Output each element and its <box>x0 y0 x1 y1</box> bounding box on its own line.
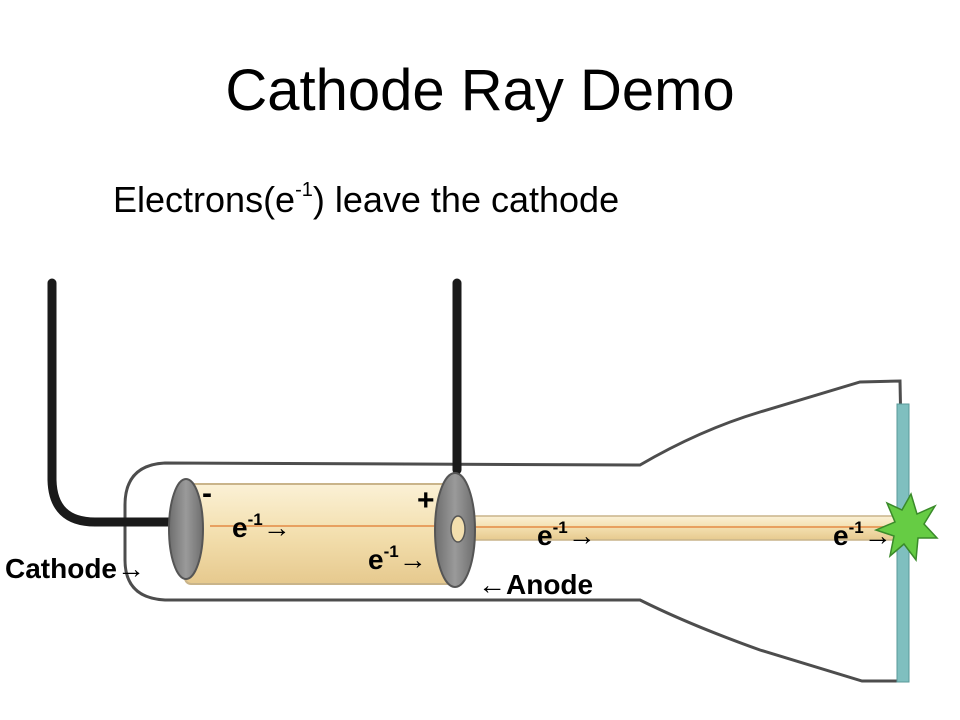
electron-label-2-symbol: e <box>368 544 384 575</box>
cathode-electrode <box>168 478 204 580</box>
cathode-label-arrow: → <box>117 553 145 584</box>
electron-label-4: e-1→ <box>833 518 892 551</box>
electron-label-3-charge: -1 <box>553 518 568 537</box>
electron-label-4-charge: -1 <box>849 518 864 537</box>
impact-flash-icon <box>873 492 939 563</box>
subtitle-superscript: -1 <box>295 179 313 201</box>
slide-subtitle: Electrons(e-1) leave the cathode <box>113 178 619 222</box>
anode-label: ←Anode <box>478 569 593 600</box>
subtitle-text-end: ) leave the cathode <box>312 179 620 220</box>
cathode-polarity-sign: - <box>202 477 212 510</box>
cathode-wire <box>47 278 183 527</box>
electron-label-4-symbol: e <box>833 520 849 551</box>
slide-title: Cathode Ray Demo <box>225 58 735 123</box>
anode-label-text: Anode <box>506 569 593 600</box>
electron-label-1-symbol: e <box>232 512 248 543</box>
subtitle-text-start: Electrons(e <box>113 179 296 220</box>
electron-label-2-arrow: → <box>399 544 427 575</box>
cathode-label-text: Cathode <box>5 553 117 584</box>
electron-label-3-arrow: → <box>568 520 596 551</box>
anode-polarity-sign: + <box>417 484 435 517</box>
electron-label-4-arrow: → <box>864 520 892 551</box>
electron-label-3: e-1→ <box>537 518 596 551</box>
electron-label-2: e-1→ <box>368 542 427 575</box>
anode-aperture <box>450 515 466 543</box>
electron-label-3-symbol: e <box>537 520 553 551</box>
electron-label-1-charge: -1 <box>248 510 263 529</box>
cathode-label: Cathode→ <box>5 553 145 584</box>
anode-label-arrow: ← <box>478 569 506 600</box>
electron-label-2-charge: -1 <box>384 542 399 561</box>
electron-label-1-arrow: → <box>263 512 291 543</box>
electron-label-1: e-1→ <box>232 510 291 543</box>
